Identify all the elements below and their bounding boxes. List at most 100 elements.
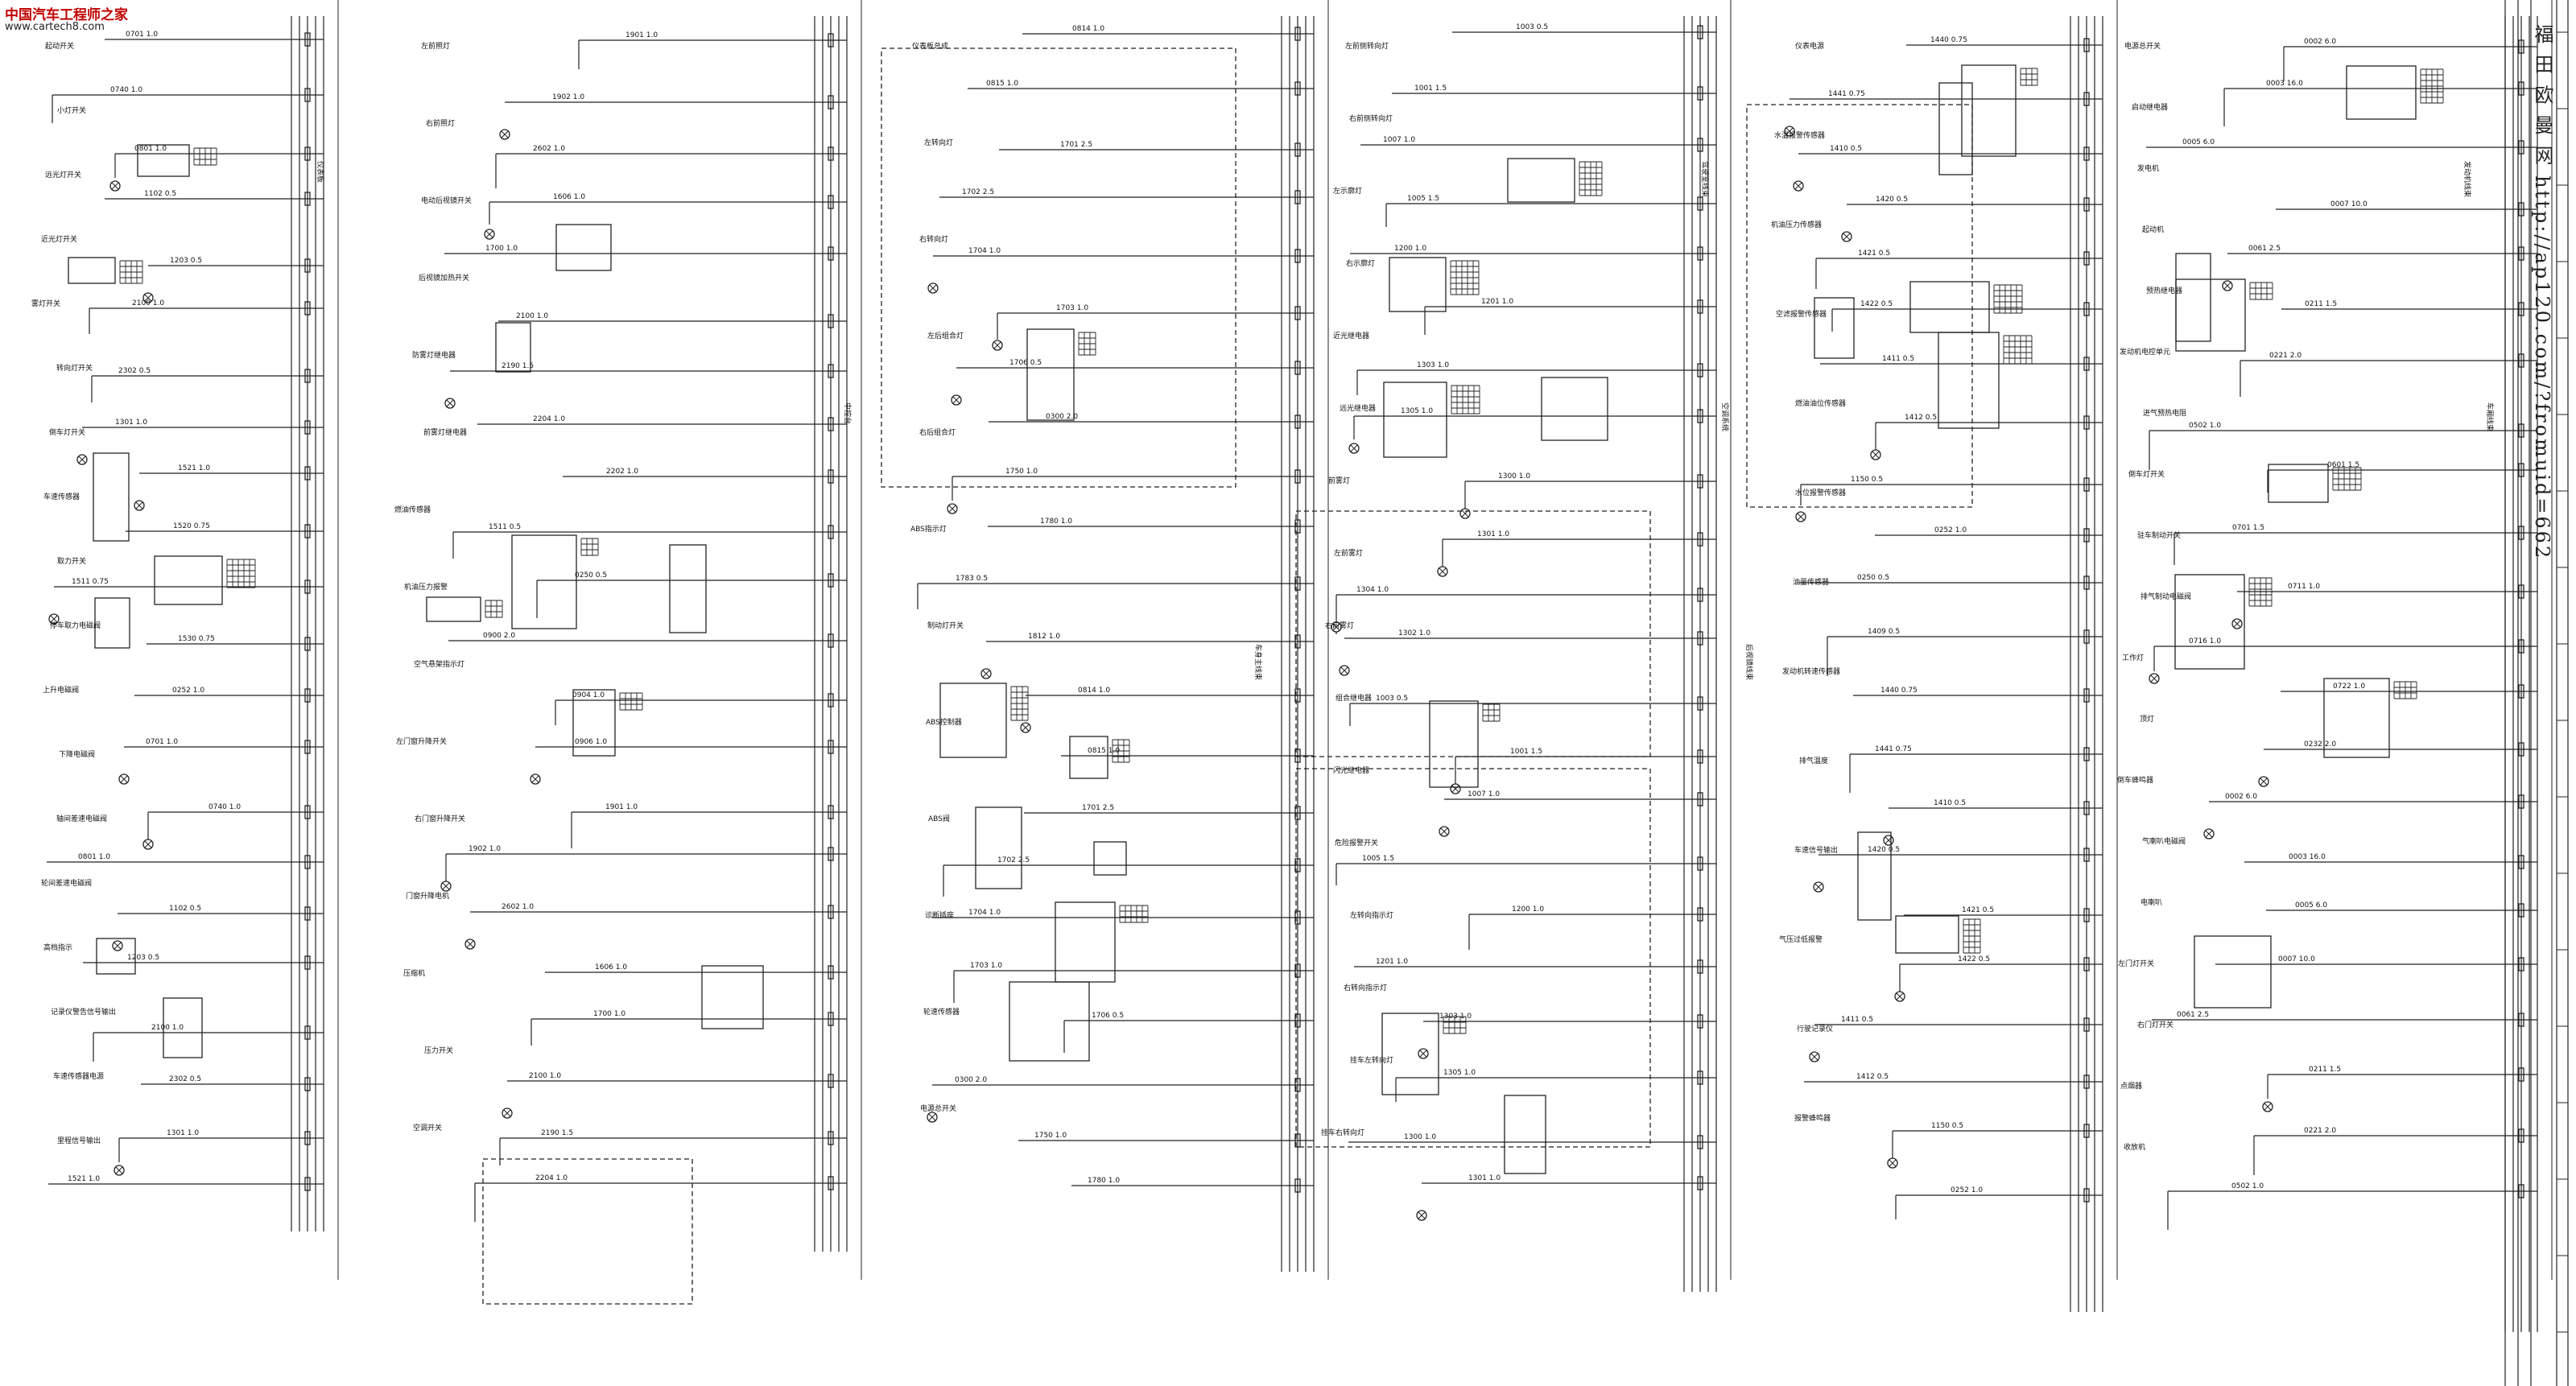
lamp-symbol-cross <box>2150 674 2158 683</box>
fuse-symbol <box>1294 634 1301 649</box>
component-label: 仪表板总成 <box>912 41 948 51</box>
wire-label: 2204 1.0 <box>535 1174 568 1182</box>
wire-label: 1750 1.0 <box>1034 1132 1067 1140</box>
fuse-symbol <box>828 525 834 539</box>
lamp-symbol-cross <box>466 940 474 948</box>
component-label: 气压过低报警 <box>1779 934 1823 944</box>
dashed-module-outline <box>1295 768 1651 1148</box>
lamp-symbol-cross <box>78 456 86 464</box>
lamp-symbol-cross <box>2205 830 2213 838</box>
lamp-symbol-cross <box>120 775 128 783</box>
wire-label: 0003 16.0 <box>2266 80 2303 88</box>
wire-label: 0221 2.0 <box>2304 1127 2336 1135</box>
connector-grid <box>119 260 143 284</box>
wire-label: 1007 1.0 <box>1383 136 1415 144</box>
lamp-symbol-cross <box>1872 451 1880 459</box>
wire-label: 1530 0.75 <box>178 635 215 643</box>
fuse-symbol <box>828 1012 834 1026</box>
component-label: ABS指示灯 <box>910 524 947 534</box>
lamp-symbol-cross <box>1022 724 1030 732</box>
wire-label: 2302 0.5 <box>169 1075 201 1083</box>
wire-label: 1201 1.0 <box>1481 298 1513 306</box>
connector-grid <box>1579 161 1603 196</box>
fuse-symbol <box>828 693 834 707</box>
wire-label: 2100 1.0 <box>529 1072 561 1080</box>
lamp-symbol-cross <box>993 341 1001 349</box>
wire-label: 1003 0.5 <box>1376 695 1408 703</box>
component-label: 组合继电器 <box>1335 693 1372 703</box>
wire-label: 1410 0.5 <box>1934 799 1966 807</box>
dashed-module-outline <box>482 1158 693 1305</box>
component-box <box>1009 981 1090 1062</box>
component-label: 电喇叭 <box>2140 897 2162 907</box>
fuse-symbol <box>828 246 834 261</box>
lamp-symbol-cross <box>2233 620 2241 628</box>
fuse-symbol <box>2083 1075 2090 1089</box>
wire-label: 1150 0.5 <box>1851 476 1883 484</box>
fuse-symbol <box>1294 519 1301 534</box>
component-box <box>94 597 130 649</box>
component-label: 前雾灯继电器 <box>423 427 467 437</box>
wire-label: 1422 0.5 <box>1860 300 1893 308</box>
wire-label: 1007 1.0 <box>1468 790 1500 798</box>
fuse-symbol <box>304 740 311 754</box>
fuse-symbol <box>2518 1013 2524 1027</box>
fuse-symbol <box>304 420 311 435</box>
component-label: 远光灯开关 <box>45 170 81 179</box>
wire-label: 1511 0.75 <box>72 578 109 586</box>
component-box <box>68 257 116 284</box>
fuse-symbol <box>304 524 311 538</box>
wire-label: 1420 0.5 <box>1868 846 1900 854</box>
component-box <box>137 144 190 177</box>
component-label: 高档指示 <box>43 943 72 952</box>
component-box <box>2175 278 2246 352</box>
wire-label: 0906 1.0 <box>575 738 607 746</box>
component-label: 左转向灯 <box>924 138 953 147</box>
wire-label: 1521 1.0 <box>178 464 210 472</box>
fuse-symbol <box>304 369 311 383</box>
lamp-symbol-cross <box>2260 778 2268 786</box>
wire-label: 1700 1.0 <box>593 1010 625 1018</box>
wire-label: 2602 1.0 <box>502 903 534 911</box>
wire-label: 1304 1.0 <box>1356 586 1389 594</box>
fuse-symbol <box>2083 92 2090 106</box>
fuse-symbol <box>1697 1014 1703 1029</box>
lamp-symbol-cross <box>501 130 509 138</box>
sheet-title: 仪表板 <box>316 161 325 183</box>
fuse-symbol <box>2083 197 2090 212</box>
component-label: 电源总开关 <box>2124 41 2161 51</box>
wire-label: 0250 0.5 <box>1857 574 1889 582</box>
component-label: 报警蜂鸣器 <box>1794 1113 1831 1123</box>
fuse-symbol <box>304 466 311 481</box>
fuse-symbol <box>1294 1013 1301 1028</box>
fuse-symbol <box>304 906 311 921</box>
wire-label: 0711 1.0 <box>2288 583 2320 591</box>
wire-label: 1440 0.75 <box>1930 36 1967 44</box>
fuse-symbol <box>2083 146 2090 161</box>
component-label: 危险报警开关 <box>1335 838 1378 848</box>
watermark-site-name: 中国汽车工程师之家 <box>5 7 128 23</box>
wire-label: 2602 1.0 <box>533 145 565 153</box>
fuse-symbol <box>304 688 311 703</box>
component-box <box>1857 831 1892 921</box>
fuse-symbol <box>828 195 834 209</box>
wire-label: 1301 1.0 <box>167 1129 199 1137</box>
lamp-symbol-cross <box>1451 785 1459 793</box>
component-label: 近光继电器 <box>1333 331 1369 340</box>
fuse-symbol <box>2518 794 2524 809</box>
component-box <box>2194 935 2272 1009</box>
wire-label: 0701 1.0 <box>126 31 158 39</box>
component-box <box>163 997 203 1058</box>
lamp-symbol-cross <box>1794 182 1802 190</box>
component-label: 燃油传感器 <box>394 505 431 514</box>
wire-label: 0814 1.0 <box>1078 687 1110 695</box>
sheet-title: 发动机线束 <box>2462 161 2472 197</box>
component-label: 右门灯开关 <box>2137 1020 2174 1029</box>
fuse-symbol <box>304 301 311 316</box>
fuse-symbol <box>2518 903 2524 918</box>
component-label: 车速传感器电源 <box>53 1071 104 1081</box>
wire-label: 0716 1.0 <box>2189 637 2221 646</box>
wire-label: 0300 2.0 <box>1046 413 1078 421</box>
fuse-symbol <box>1697 959 1703 974</box>
component-label: 右后组合灯 <box>919 427 956 437</box>
